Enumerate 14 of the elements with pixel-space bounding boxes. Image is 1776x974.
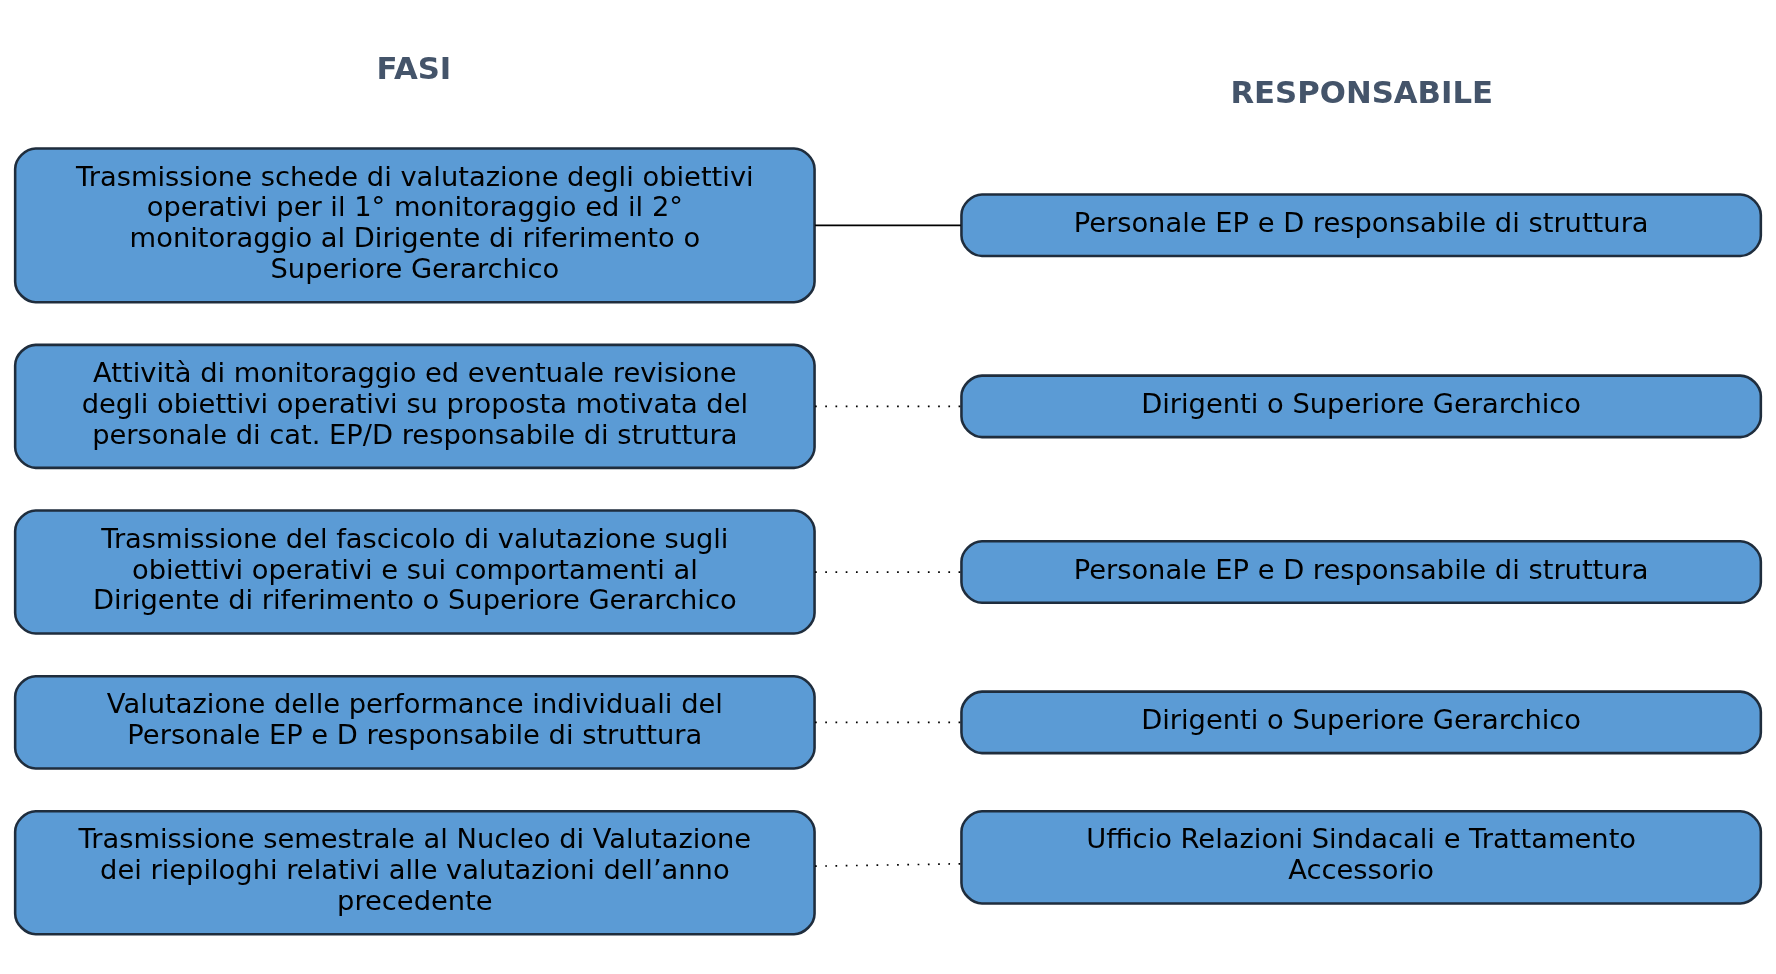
node-box: Personale EP e D responsabile di struttura [960, 539, 1763, 604]
label: RESPONSABILE [1230, 73, 1494, 110]
label: FASI [376, 49, 452, 86]
node-box: Trasmissione semestrale al Nucleo di Valutazione dei riepiloghi relativi alle valutazioni dell’anno precedente [13, 809, 816, 935]
node-box: Personale EP e D responsabile di struttura [960, 192, 1763, 257]
connector [814, 862, 962, 867]
node-box: Valutazione delle performance individuali del Personale EP e D responsabile di struttura [13, 674, 816, 770]
node-box: Ufficio Relazioni Sindacali e Trattamento Accessorio [960, 809, 1763, 905]
connector [814, 223, 962, 226]
node-box: Attività di monitoraggio ed eventuale revisione degli obiettivi operativi su proposta motivata del personale di cat. EP/D responsabile di struttura [13, 343, 816, 469]
node-box: Dirigenti o Superiore Gerarchico [960, 373, 1763, 438]
node-box: Dirigenti o Superiore Gerarchico [960, 689, 1763, 754]
node-box: Trasmissione del fascicolo di valutazione sugli obiettivi operativi e sui comportamenti al Dirigente di riferimento o Superiore Gerarchico [13, 508, 816, 635]
node-box: Trasmissione schede di valutazione degli obiettivi operativi per il 1° monitoraggio ed il 2° monitoraggio al Dirigente di riferimento o Superiore Gerarchico [13, 146, 816, 303]
